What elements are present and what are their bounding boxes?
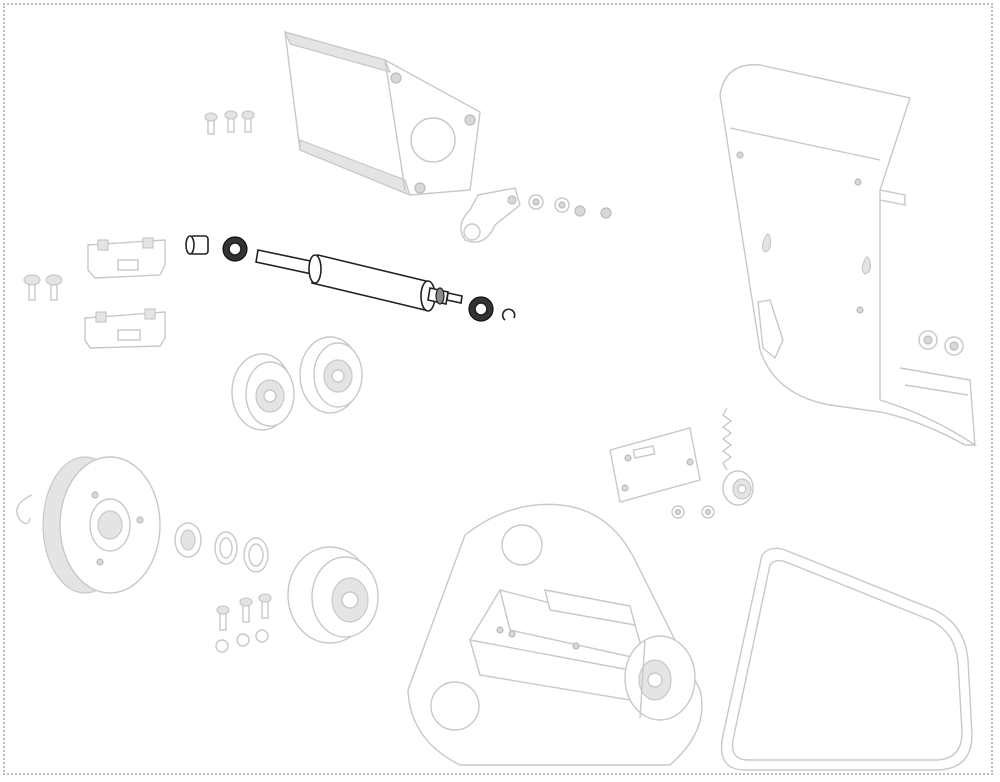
drive-wheel — [42, 456, 161, 594]
tensioner-plate — [609, 427, 701, 503]
roller-shaft-assembly — [185, 235, 516, 322]
bearing-left — [222, 236, 248, 262]
pulley-small-right — [299, 336, 363, 414]
side-cover-housing — [719, 64, 978, 446]
snap-ring-left — [16, 494, 33, 525]
roller-shaft — [255, 249, 463, 312]
bushing — [185, 235, 209, 255]
small-nuts — [671, 505, 715, 519]
clamp-block-lower — [84, 308, 166, 349]
tension-spring — [721, 407, 733, 471]
mounting-plate-top — [283, 31, 481, 197]
hub-pulley — [287, 546, 379, 644]
drum-roller — [624, 635, 696, 721]
drive-belt — [720, 547, 973, 771]
bearing-right — [468, 296, 494, 322]
screws-top-left — [204, 110, 255, 135]
retaining-clip — [501, 308, 516, 321]
idler-pulley — [722, 470, 754, 506]
screws-bottom — [215, 593, 272, 653]
feed-blade-assembly — [469, 589, 646, 701]
pivot-bracket — [460, 187, 612, 243]
diagram-frame — [3, 3, 993, 775]
screws-left — [23, 274, 63, 301]
clamp-block-upper — [87, 237, 166, 279]
spacer-rings — [174, 522, 269, 573]
pulley-small-left — [231, 353, 295, 431]
